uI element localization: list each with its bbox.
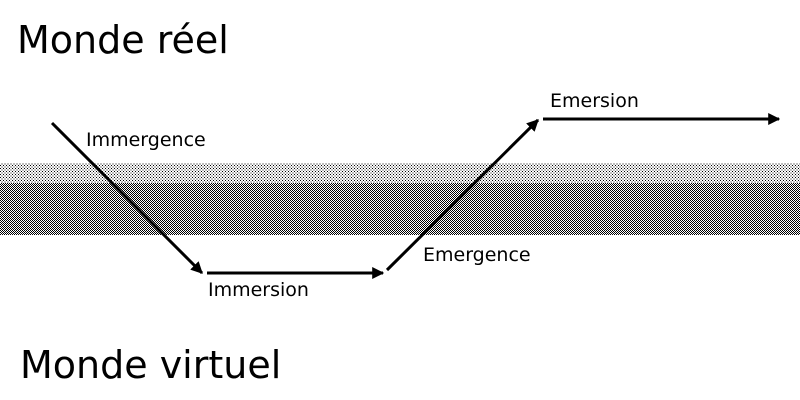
immergence-label: Immergence <box>86 129 206 151</box>
immergence-arrow <box>50 121 204 275</box>
emersion-label: Emersion <box>550 90 639 112</box>
immersion-label: Immersion <box>208 279 309 301</box>
emergence-label: Emergence <box>423 244 531 266</box>
boundary-band <box>0 163 800 235</box>
boundary-band-dense <box>0 183 800 235</box>
real-world-title: Monde réel <box>17 18 229 62</box>
virtual-world-title: Monde virtuel <box>20 343 282 387</box>
boundary-band-light <box>0 163 800 183</box>
emergence-arrow <box>385 118 540 272</box>
